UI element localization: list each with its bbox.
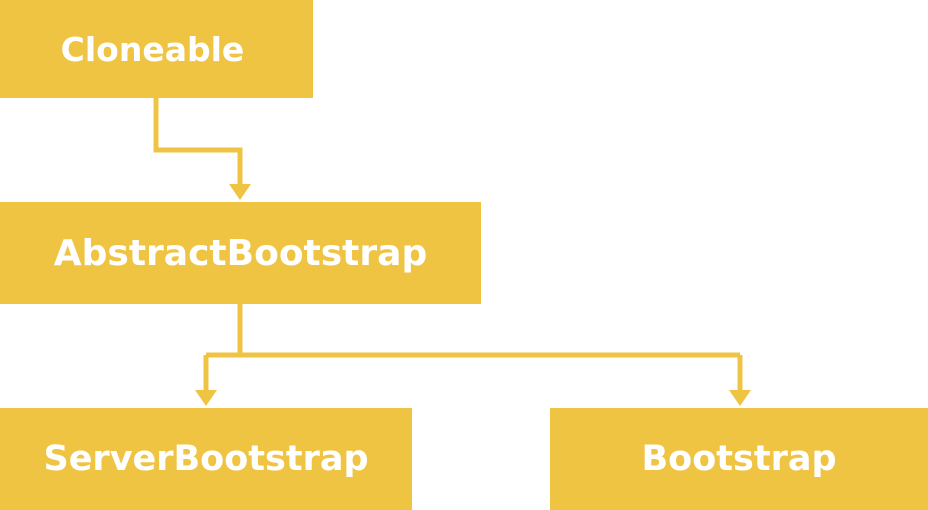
arrow-head-icon [229,184,251,200]
arrow-head-icon [195,390,217,406]
node-abstractbootstrap: AbstractBootstrap [0,202,481,304]
edge-cloneable-to-abstractbootstrap [153,98,243,186]
node-bootstrap: Bootstrap [550,408,928,510]
node-cloneable: Cloneable [0,0,313,98]
node-serverbootstrap: ServerBootstrap [0,408,412,510]
arrow-head-icon [729,390,751,406]
